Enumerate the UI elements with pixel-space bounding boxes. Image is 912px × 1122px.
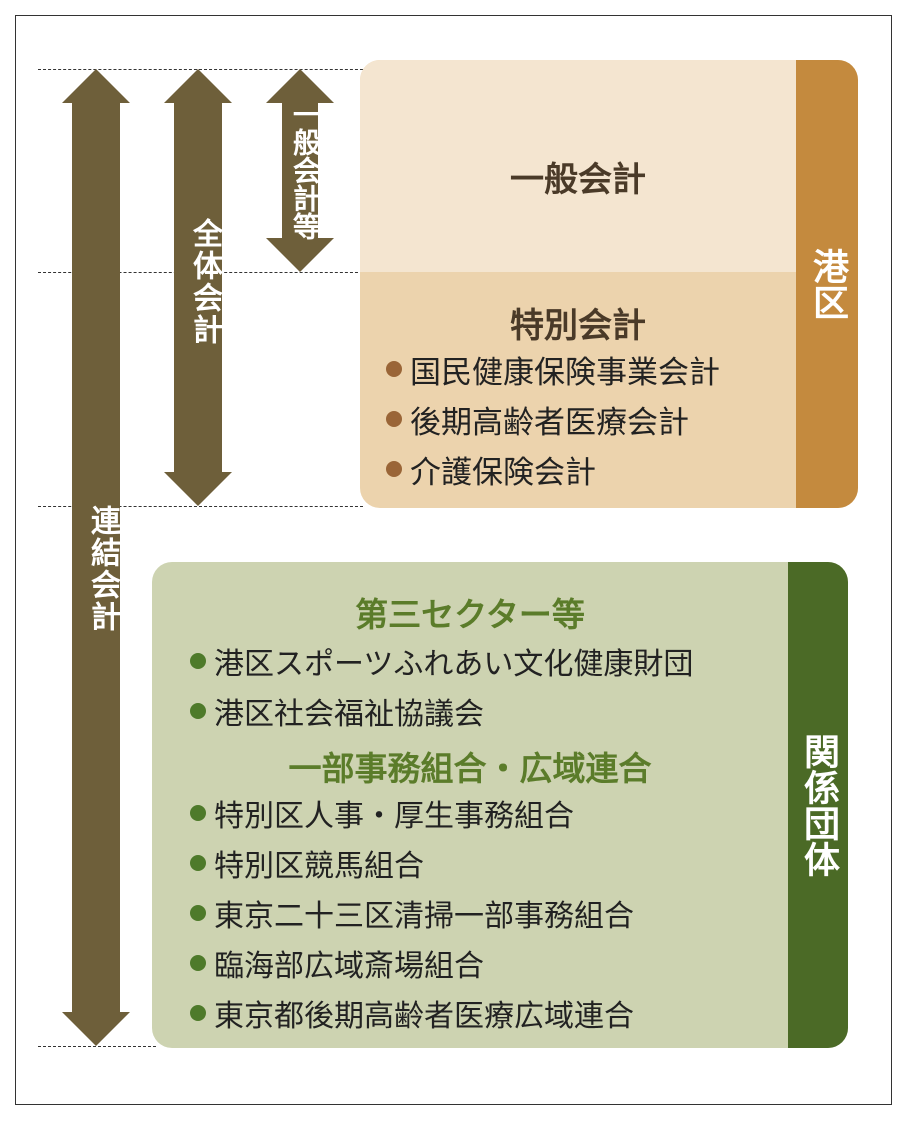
special-account-list: 国民健康保険事業会計 後期高齢者医療会計 介護保険会計: [386, 344, 720, 494]
bullet-icon: [386, 461, 402, 477]
list-item: 東京二十三区清掃一部事務組合: [190, 888, 634, 938]
item-label: 港区スポーツふれあい文化健康財団: [214, 647, 694, 682]
item-label: 特別区人事・厚生事務組合: [214, 799, 574, 834]
minato-side-label: 港区: [796, 60, 858, 508]
bullet-icon: [190, 955, 206, 971]
related-organizations-box: 第三セクター等 港区スポーツふれあい文化健康財団 港区社会福祉協議会 一部事務組…: [152, 562, 848, 1048]
bullet-icon: [386, 411, 402, 427]
general-account-title: 一般会計: [510, 160, 646, 200]
list-item: 後期高齢者医療会計: [386, 394, 720, 444]
list-item: 特別区人事・厚生事務組合: [190, 788, 634, 838]
list-item: 国民健康保険事業会計: [386, 344, 720, 394]
list-item: 特別区競馬組合: [190, 838, 634, 888]
list-item: 東京都後期高齢者医療広域連合: [190, 988, 634, 1038]
general-account-section: 一般会計: [360, 60, 796, 272]
bullet-icon: [386, 361, 402, 377]
unions-title: 一部事務組合・広域連合: [288, 749, 652, 788]
item-label: 特別区競馬組合: [214, 849, 424, 884]
special-account-title: 特別会計: [510, 306, 646, 346]
general-etc-arrow: [266, 69, 334, 272]
bullet-icon: [190, 905, 206, 921]
dashed-line-bottom: [38, 1046, 156, 1047]
item-label: 東京二十三区清掃一部事務組合: [214, 899, 634, 934]
list-item: 介護保険会計: [386, 444, 720, 494]
bullet-icon: [190, 805, 206, 821]
dashed-line-special: [38, 506, 363, 507]
minato-box: 一般会計 特別会計 国民健康保険事業会計 後期高齢者医療会計 介護保険会計 港区: [360, 60, 858, 508]
dashed-line-top: [38, 69, 368, 70]
item-label: 港区社会福祉協議会: [214, 697, 484, 732]
item-label: 東京都後期高齢者医療広域連合: [214, 999, 634, 1034]
list-item: 臨海部広域斎場組合: [190, 938, 634, 988]
bullet-icon: [190, 855, 206, 871]
third-sector-title: 第三セクター等: [355, 595, 585, 634]
bullet-icon: [190, 1005, 206, 1021]
list-item: 港区社会福祉協議会: [190, 686, 693, 736]
bullet-icon: [190, 653, 206, 669]
third-sector-list: 港区スポーツふれあい文化健康財団 港区社会福祉協議会: [190, 636, 693, 736]
consolidated-label: 連結会計: [85, 505, 120, 633]
bullet-icon: [190, 703, 206, 719]
all-accounts-arrow: [164, 69, 232, 506]
frame: [15, 15, 892, 1105]
all-accounts-label: 全体会計: [187, 218, 222, 346]
related-side-label: 関係団体: [788, 562, 848, 1048]
item-label: 国民健康保険事業会計: [410, 354, 720, 391]
unions-list: 特別区人事・厚生事務組合 特別区競馬組合 東京二十三区清掃一部事務組合 臨海部広…: [190, 788, 634, 1038]
list-item: 港区スポーツふれあい文化健康財団: [190, 636, 693, 686]
item-label: 後期高齢者医療会計: [410, 404, 689, 441]
item-label: 介護保険会計: [410, 454, 596, 491]
consolidated-arrow: [62, 69, 130, 1046]
item-label: 臨海部広域斎場組合: [214, 949, 484, 984]
general-etc-label: 一般会計等: [289, 100, 322, 240]
